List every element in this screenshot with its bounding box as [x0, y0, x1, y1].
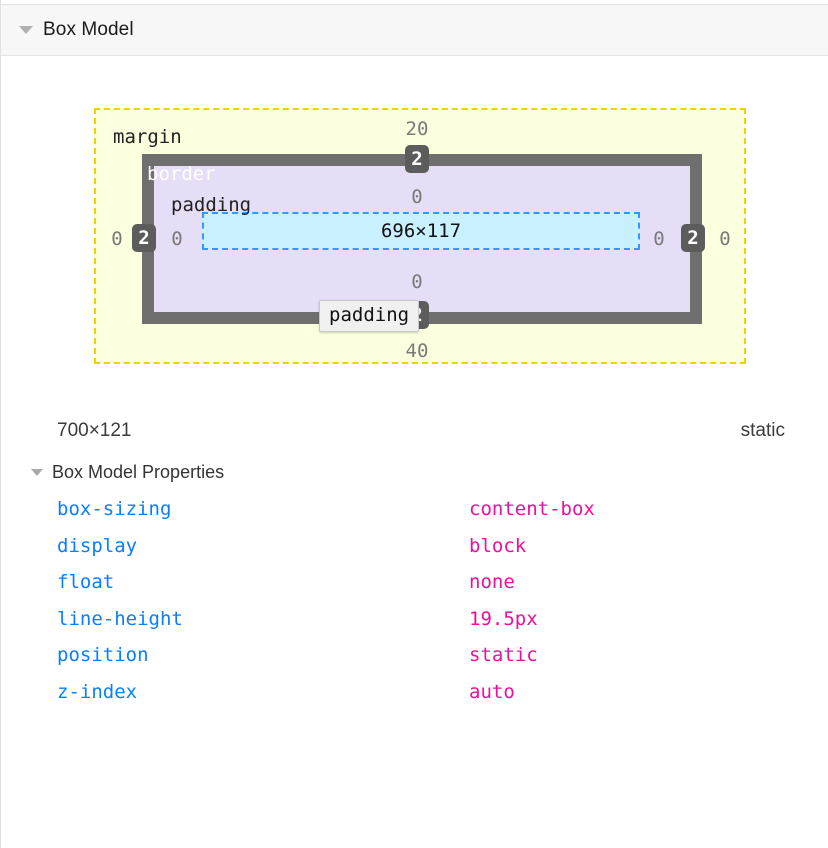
- property-value[interactable]: 19.5px: [469, 607, 538, 630]
- property-row: box-sizing content-box: [1, 498, 828, 535]
- padding-bottom-value[interactable]: 0: [411, 271, 423, 293]
- margin-right-value[interactable]: 0: [719, 228, 731, 250]
- box-model-diagram: 696×117 margin border padding 20 2 0 0 2…: [1, 56, 828, 396]
- property-name[interactable]: float: [57, 571, 115, 593]
- border-left-value[interactable]: 2: [132, 224, 156, 252]
- property-value[interactable]: none: [469, 571, 515, 593]
- property-value[interactable]: block: [469, 534, 527, 557]
- box-model-header[interactable]: Box Model: [1, 4, 828, 56]
- padding-right-value[interactable]: 0: [653, 228, 665, 250]
- padding-top-value[interactable]: 0: [411, 186, 423, 208]
- box-model-properties-list: box-sizing content-box display block float no…: [1, 498, 828, 717]
- content-region[interactable]: 696×117: [202, 212, 640, 250]
- property-value[interactable]: content-box: [469, 498, 595, 520]
- margin-region-label: margin: [113, 126, 182, 148]
- property-row: line-height 19.5px: [1, 608, 828, 645]
- triangle-down-icon[interactable]: [31, 469, 43, 476]
- box-model-properties-title: Box Model Properties: [52, 462, 225, 482]
- property-name[interactable]: line-height: [57, 607, 183, 630]
- triangle-down-icon[interactable]: [19, 26, 33, 34]
- margin-left-value[interactable]: 0: [111, 228, 123, 250]
- property-name[interactable]: position: [57, 644, 149, 666]
- padding-region-label: padding: [171, 194, 252, 216]
- margin-bottom-value[interactable]: 40: [405, 340, 429, 362]
- element-size-label: 700×121: [57, 420, 132, 441]
- box-model-summary: 700×121 static: [1, 420, 828, 454]
- property-row: position static: [1, 644, 828, 681]
- padding-region[interactable]: 696×117: [154, 166, 690, 312]
- border-region-label: border: [147, 163, 216, 185]
- content-size-label: 696×117: [380, 220, 462, 242]
- element-position-label: static: [740, 420, 785, 441]
- property-value[interactable]: static: [469, 644, 538, 666]
- property-row: float none: [1, 571, 828, 608]
- border-top-value[interactable]: 2: [405, 145, 429, 173]
- region-tooltip: padding: [319, 300, 420, 332]
- property-name[interactable]: z-index: [57, 680, 138, 703]
- property-row: z-index auto: [1, 681, 828, 718]
- border-region[interactable]: 696×117: [142, 154, 702, 324]
- property-name[interactable]: display: [57, 534, 138, 557]
- property-name[interactable]: box-sizing: [57, 498, 172, 520]
- page-title: Box Model: [43, 19, 134, 40]
- border-right-value[interactable]: 2: [681, 224, 705, 252]
- box-model-properties-header[interactable]: Box Model Properties: [31, 462, 224, 483]
- margin-top-value[interactable]: 20: [405, 118, 429, 140]
- property-row: display block: [1, 535, 828, 572]
- property-value[interactable]: auto: [469, 680, 515, 703]
- padding-left-value[interactable]: 0: [171, 228, 183, 250]
